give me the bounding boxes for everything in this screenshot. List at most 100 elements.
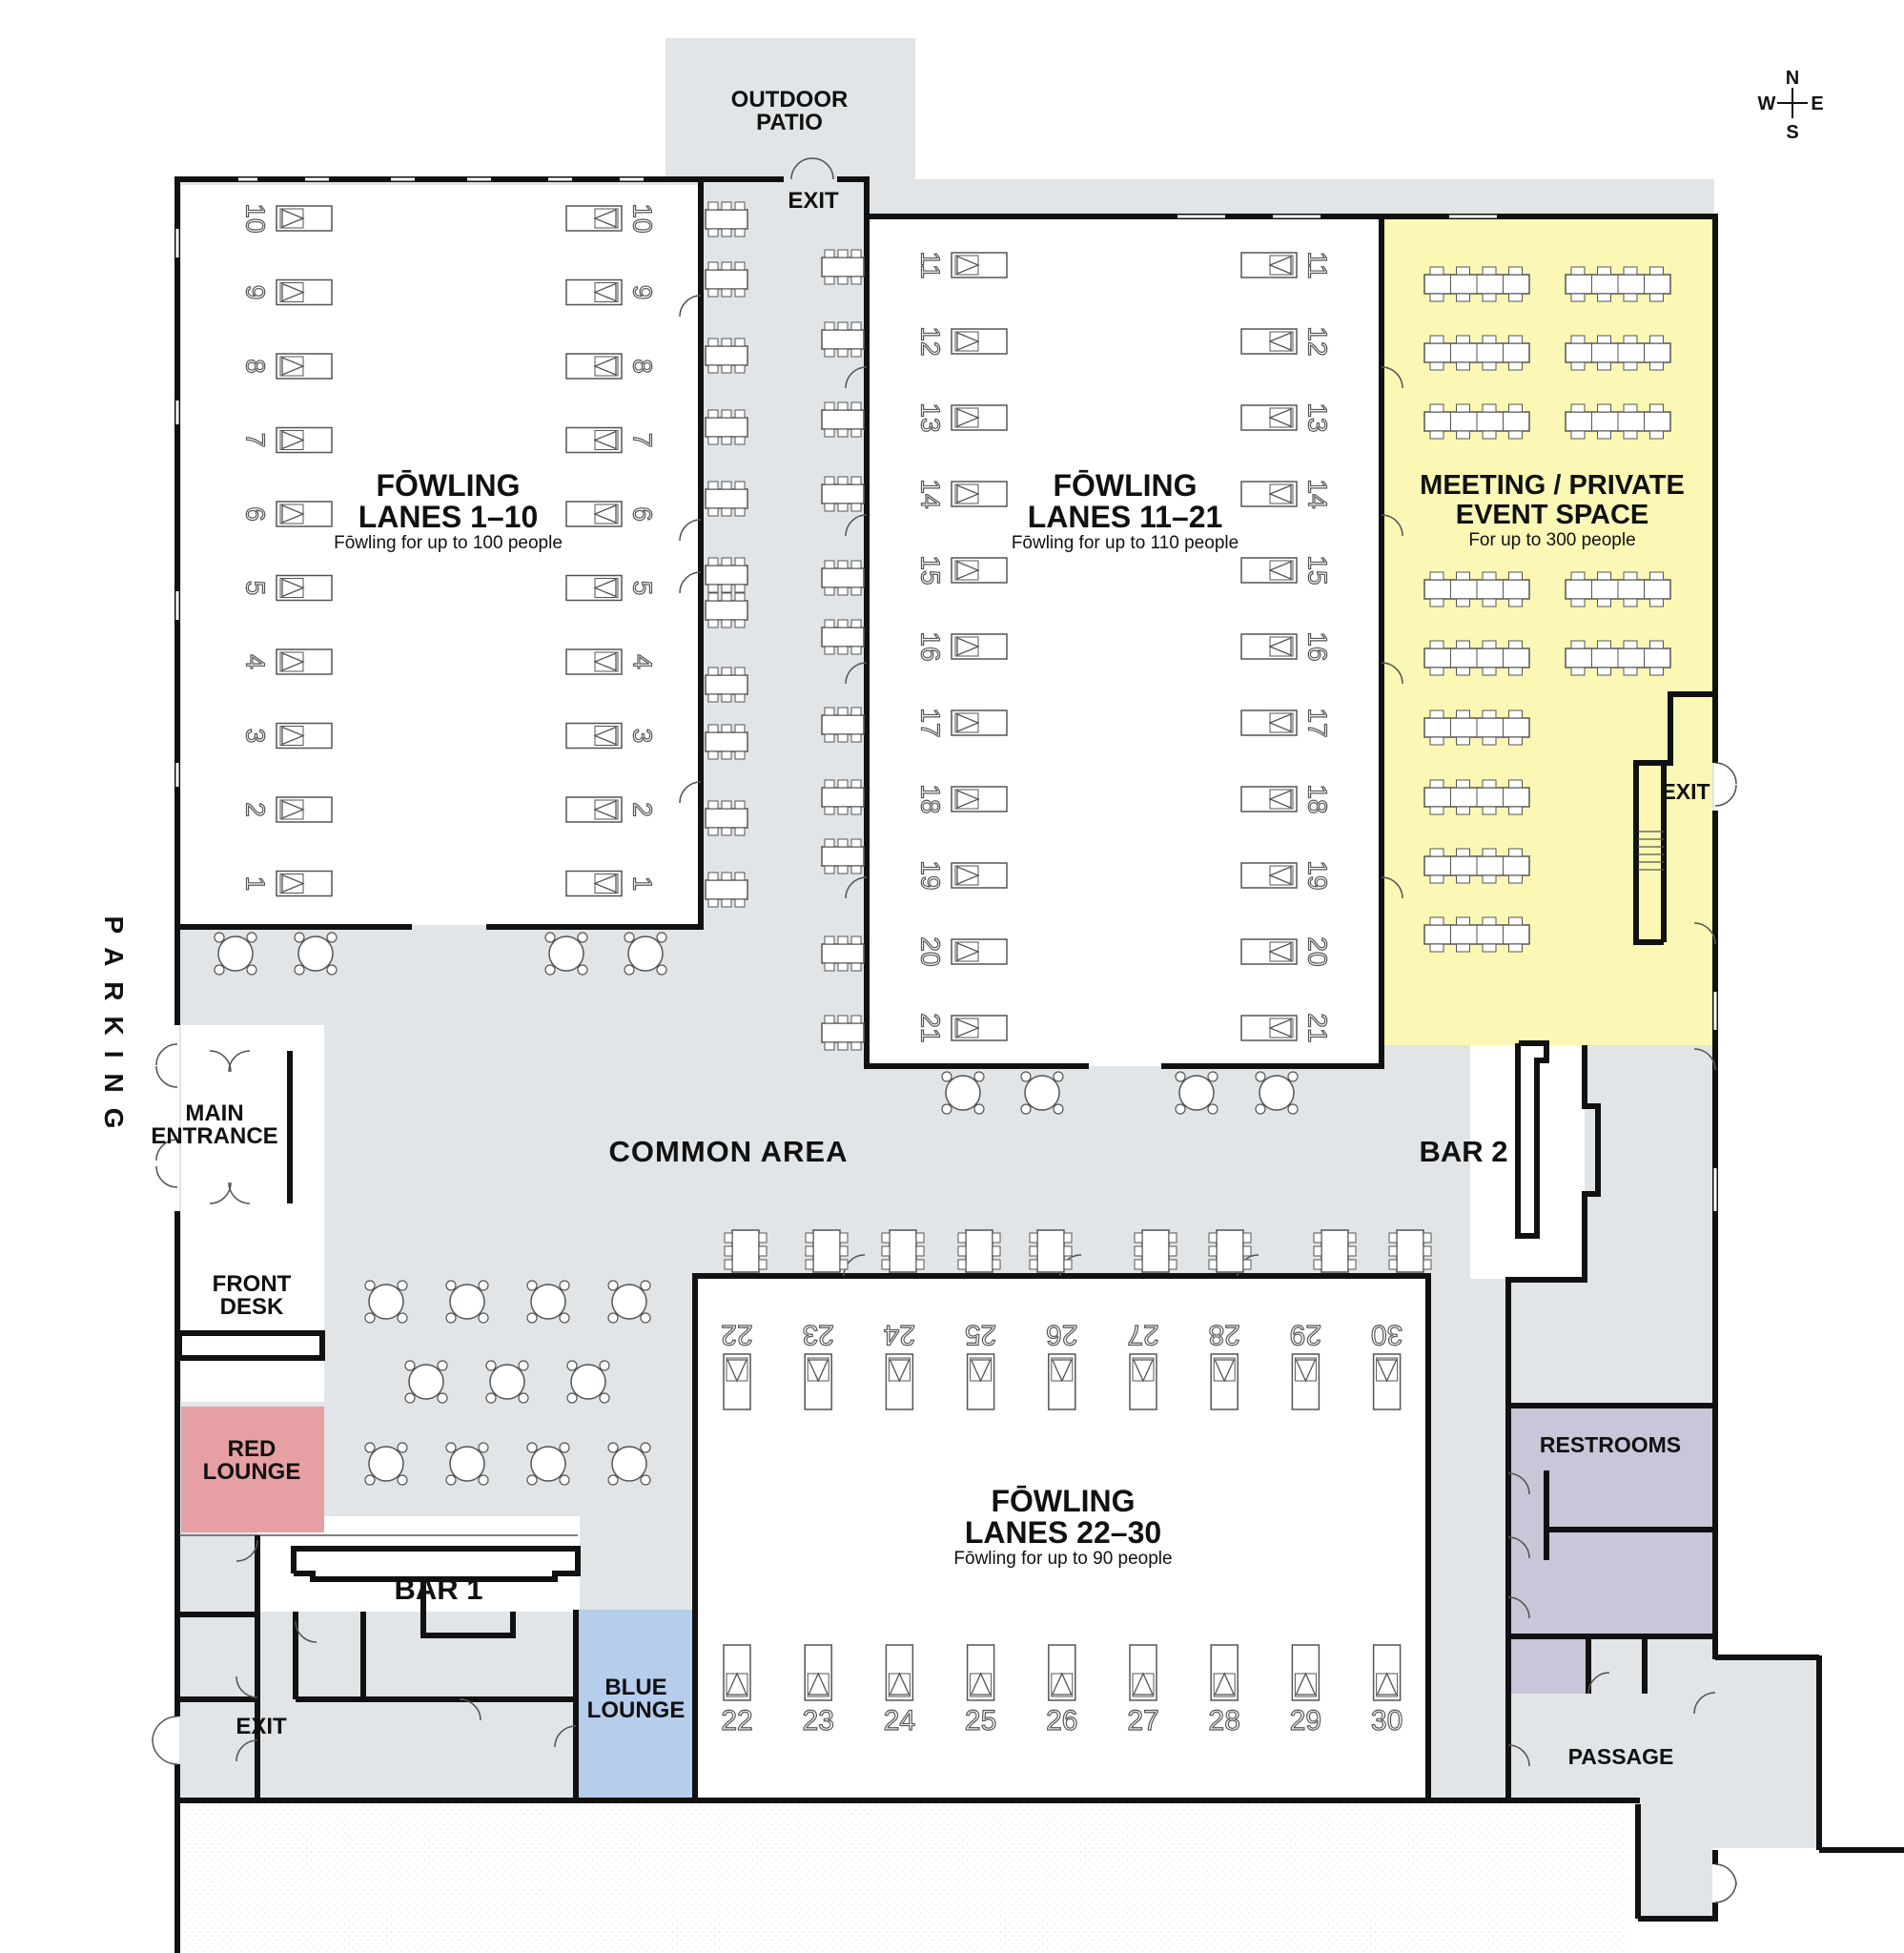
high-top-table [821,779,865,815]
lane-number: 27 [1127,1319,1158,1350]
exit-north-label: EXIT [788,188,839,214]
lane-number: 16 [1303,631,1333,661]
lane-board [951,481,1008,507]
restrooms-label: RESTROOMS [1540,1432,1681,1457]
lane-board [951,709,1008,736]
lane-number: 4 [241,654,271,669]
lane-board [723,1353,751,1410]
lane-number: 7 [628,433,658,448]
lane-board [951,404,1008,431]
lane-number: 18 [916,784,946,813]
high-top-table [1313,1229,1357,1273]
lane-board [1240,328,1298,355]
lane-board [1372,1353,1402,1410]
lane-number: 15 [1303,555,1333,585]
red-lounge-floor [181,1407,324,1532]
banquet-table [1423,916,1530,953]
bar-2-label: BAR 2 [1419,1135,1507,1168]
lane-number: 9 [241,285,271,300]
high-top-table [705,800,748,836]
walls [174,176,1904,1953]
lane-number: 22 [721,1705,752,1737]
bar-1-label: BAR 1 [394,1573,482,1606]
lane-board [1291,1353,1321,1410]
round-table [445,1442,489,1486]
lane-board [1129,1644,1157,1701]
lane-number: 3 [241,729,271,744]
lane-number: 26 [1046,1705,1077,1737]
lane-board [951,938,1008,965]
lane-board [1210,1644,1239,1701]
lane-board [565,648,623,675]
lane-board [276,205,333,232]
entrance-desk-floor [181,1025,324,1402]
lane-number: 20 [916,936,946,966]
blue-lounge-label-1: BLUE [604,1675,666,1700]
lane-board [1240,1015,1298,1041]
lane-board [966,1353,995,1410]
lane-board [276,722,333,750]
high-top-table [821,707,865,743]
banquet-table [1423,266,1530,302]
lane-board [1240,404,1298,431]
lane-board [565,205,623,232]
lane-number: 24 [884,1705,915,1737]
lane-number: 26 [1046,1319,1077,1350]
lane-board [276,796,333,823]
round-table [214,932,257,976]
lane-board [276,870,333,897]
round-table [445,1280,489,1324]
lanes-1-10-title-2: LANES 1–10 [358,500,539,534]
round-table [607,1442,651,1486]
round-table [624,932,667,976]
round-table [607,1280,651,1324]
lane-board [1210,1353,1239,1410]
exit-west-label: EXIT [235,1714,287,1739]
meeting-capacity: For up to 300 people [1468,530,1635,550]
lanes-11-21-title-2: LANES 11–21 [1028,500,1223,534]
lane-number: 4 [628,654,658,669]
blue-lounge-floor [577,1610,695,1799]
round-table [364,1280,408,1324]
lane-board [1240,557,1298,584]
lane-board [1240,709,1298,736]
lane-number: 13 [916,402,946,432]
banquet-table [1423,848,1530,884]
round-table [1020,1071,1064,1115]
blue-lounge-label-2: LOUNGE [587,1697,686,1723]
lane-board [565,722,623,750]
lane-number: 30 [1371,1319,1402,1350]
high-top-table [821,1015,865,1051]
lane-board [276,426,333,454]
lane-number: 18 [1303,784,1333,813]
lane-board [1048,1644,1076,1701]
lane-board [951,252,1008,278]
high-top-table [705,557,748,593]
lane-number: 10 [628,203,658,233]
round-table [364,1442,408,1486]
lane-number: 1 [628,876,658,892]
banquet-table [1423,640,1530,676]
lane-number: 25 [965,1705,996,1737]
lane-number: 27 [1127,1705,1158,1737]
lane-board [276,353,333,380]
lane-board [1291,1644,1321,1701]
lane-board [565,353,623,380]
lane-board [1240,938,1298,965]
lane-number: 8 [241,359,271,374]
lane-board [1048,1353,1076,1410]
lane-number: 3 [628,729,658,744]
high-top-table [821,838,865,874]
high-top-table [821,321,865,358]
high-top-table [1134,1229,1177,1273]
lane-board [565,796,623,823]
lane-number: 13 [1303,402,1333,432]
lane-number: 12 [1303,326,1333,356]
round-table [566,1360,610,1404]
high-top-table [1029,1229,1073,1273]
lane-board [951,557,1008,584]
restrooms-floor [1509,1406,1712,1636]
lanes-11-21-capacity: Fōwling for up to 110 people [1012,533,1239,553]
